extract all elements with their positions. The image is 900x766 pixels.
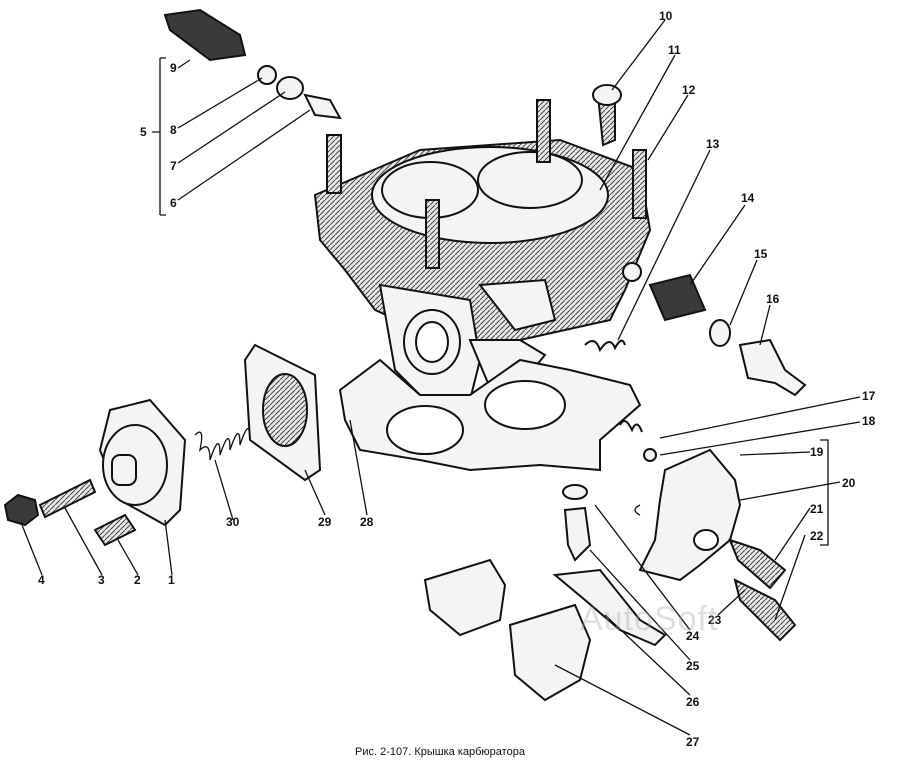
- callout-labels: 1 2 3 4 5 6 7 8 9 10 11 12 13 14 15 16 1…: [38, 9, 876, 749]
- callout-1: 1: [168, 573, 175, 587]
- figure-caption: Рис. 2-107. Крышка карбюратора: [355, 746, 525, 758]
- callout-22: 22: [810, 529, 824, 543]
- lever-hole: [693, 529, 719, 551]
- callout-19: 19: [810, 445, 824, 459]
- watermark: AutoSoft: [580, 600, 719, 638]
- stud-bolts: [326, 99, 647, 269]
- washer-8: [257, 65, 277, 85]
- leader-lines: [21, 19, 861, 736]
- callout-23: 23: [708, 613, 722, 627]
- callout-7: 7: [170, 159, 177, 173]
- carburetor-cover-body: [313, 138, 652, 402]
- spring-17: [619, 420, 643, 433]
- callout-24: 24: [686, 629, 700, 643]
- valve-25: [563, 506, 592, 562]
- spring-30: [194, 428, 251, 461]
- callout-4: 4: [38, 573, 45, 587]
- gasket-hole-right: [484, 380, 566, 430]
- washer-24: [562, 484, 588, 500]
- lever-20: [638, 448, 742, 582]
- callout-5: 5: [140, 125, 147, 139]
- callout-30: 30: [226, 515, 240, 529]
- callout-17: 17: [862, 389, 876, 403]
- caption-prefix: Рис. 2-107.: [355, 746, 412, 758]
- pad-upper: [423, 558, 507, 637]
- fitting-16: [738, 338, 807, 397]
- clip-19: [634, 504, 641, 516]
- callout-20: 20: [842, 476, 856, 490]
- screw-3: [38, 478, 97, 519]
- pad-27: [508, 603, 592, 702]
- callout-9: 9: [170, 61, 177, 75]
- gasket-hole-left: [386, 405, 464, 455]
- callout-21: 21: [810, 502, 824, 516]
- callout-12: 12: [682, 83, 696, 97]
- callout-10: 10: [659, 9, 673, 23]
- callout-27: 27: [686, 735, 700, 749]
- spring-13: [584, 339, 626, 353]
- ball-18: [643, 448, 657, 462]
- callout-25: 25: [686, 659, 700, 673]
- lever-26: [552, 568, 667, 647]
- callout-11: 11: [668, 43, 681, 57]
- callout-15: 15: [754, 247, 768, 261]
- callout-26: 26: [686, 695, 700, 709]
- callout-18: 18: [862, 414, 876, 428]
- callout-28: 28: [360, 515, 374, 529]
- valve-body-9: [163, 8, 247, 62]
- callout-14: 14: [741, 191, 755, 205]
- washer-15: [709, 319, 731, 347]
- filter-14: [648, 273, 707, 322]
- screw-head-10: [592, 84, 622, 106]
- callout-13: 13: [706, 137, 720, 151]
- nut-4: [3, 493, 40, 527]
- screw-21: [728, 538, 787, 590]
- ring-7: [276, 76, 304, 100]
- screw-23: [733, 578, 797, 642]
- callout-3: 3: [98, 573, 105, 587]
- callout-6: 6: [170, 196, 177, 210]
- callout-8: 8: [170, 123, 177, 137]
- callout-2: 2: [134, 573, 141, 587]
- caption-title: Крышка карбюратора: [414, 746, 525, 758]
- callout-29: 29: [318, 515, 332, 529]
- callout-16: 16: [766, 292, 780, 306]
- fitting-6: [303, 93, 342, 120]
- flange-opening: [262, 373, 308, 447]
- screw-2: [93, 513, 137, 547]
